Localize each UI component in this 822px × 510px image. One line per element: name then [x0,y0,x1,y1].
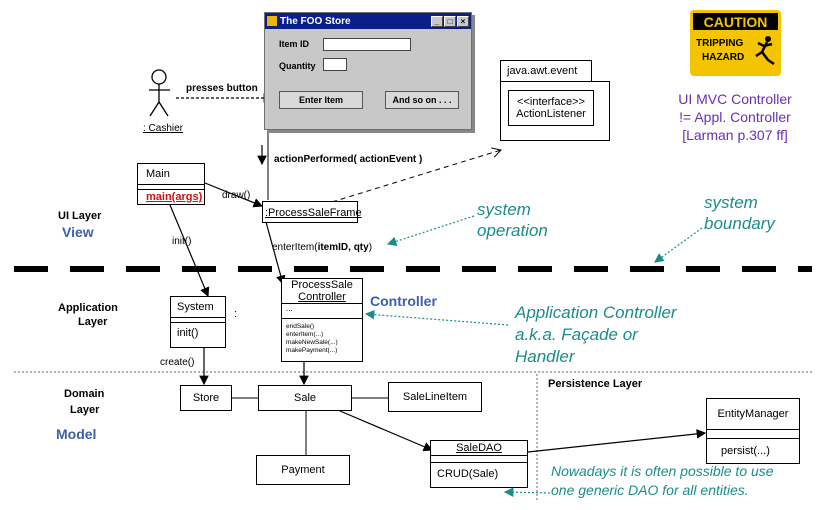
ui-layer-label: UI Layer [58,210,102,222]
presses-button-label: presses button [186,83,258,94]
process-sale-controller-class: ProcessSale Controller ... endSale()ente… [281,278,363,362]
init-label: init() [172,236,192,247]
system-boundary-pointer [654,227,703,263]
create-label: create() [160,357,195,368]
domain-layer-label-line1: Domain [64,388,105,400]
item-id-label: Item ID [279,39,310,49]
caution-sign: CAUTION TRIPPING HAZARD [690,10,781,76]
system-operation-note: system operation [477,200,548,240]
entity-manager-class: EntityManager persist(...) [706,398,800,464]
sale-dao-class-name: SaleDAO [431,441,527,456]
draw-label: draw() [222,190,251,201]
store-class: Store [180,385,232,411]
sale-line-item-class: SaleLineItem [388,382,482,412]
domain-layer-label-line2: Layer [70,404,100,416]
foo-store-window: The FOO Store _ □ × Item ID Quantity Ent… [264,12,472,130]
system-operation-pointer [386,215,475,246]
view-label: View [62,224,94,240]
main-class-name: Main [138,164,204,185]
application-layer-label-line2: Layer [78,316,108,328]
sale-dao-class: SaleDAO CRUD(Sale) [430,440,528,488]
quantity-label: Quantity [279,61,316,71]
init-arrow [169,204,210,298]
main-class: Main main(args) [137,163,205,205]
process-sale-frame: :ProcessSaleFrame [262,201,362,223]
system-class-name: System [171,297,225,318]
application-layer-label-line1: Application [58,302,118,314]
sale-class: Sale [258,385,352,411]
enter-item-arrow [265,221,286,286]
stray-colon: : [234,308,238,320]
minimize-icon[interactable]: _ [431,15,443,27]
controller-method: makePayment(...) [286,347,338,354]
cashier-actor-figure [149,69,170,117]
controller-method: enterItem(...) [286,331,324,338]
controller-attributes: ... [282,304,362,319]
interface-name: ActionListener [516,108,586,120]
controller-method: makeNewSale(...) [286,339,338,346]
mvc-note-line1: UI MVC Controller [678,91,792,107]
controller-label: Controller [370,293,437,309]
system-class: System init() [170,296,226,348]
draw-arrow [204,182,264,208]
generic-dao-note: Nowadays it is often possible to use one… [551,463,774,498]
application-controller-note: Application Controller a.k.a. Façade or … [515,303,677,366]
controller-methods: endSale()enterItem(...)makeNewSale(...)m… [282,319,362,355]
app-controller-pointer [364,309,509,326]
quantity-field[interactable] [323,58,347,71]
mvc-note: UI MVC Controller != Appl. Controller [L… [660,90,810,144]
maximize-icon[interactable]: □ [444,15,456,27]
dao-note-pointer [503,487,551,497]
cashier-actor-label: : Cashier [143,123,184,134]
caution-header: CAUTION [693,13,778,30]
caution-line1: TRIPPING [696,38,744,49]
system-boundary-note: system boundary [704,193,775,233]
java-awt-event-package-tab: java.awt.event [500,60,592,82]
close-icon[interactable]: × [457,15,469,27]
item-id-field[interactable] [323,38,411,51]
entity-manager-persist-method: persist(...) [721,445,770,457]
and-so-on-button[interactable]: And so on . . . [385,91,459,109]
enter-item-message: enterItem(itemID, qty) [272,242,373,253]
mvc-note-line2: != Appl. Controller [679,109,791,125]
window-app-icon [267,16,277,26]
implements-arrow [331,150,501,203]
interface-stereotype: <<interface>> [517,96,585,108]
window-title: The FOO Store [280,15,351,27]
payment-class: Payment [256,455,350,485]
controller-method: endSale() [286,323,315,330]
system-init-method: init() [177,327,199,339]
package-name: java.awt.event [507,65,578,77]
main-args-method: main(args) [146,191,203,203]
sale-dao-crud-method: CRUD(Sale) [437,468,499,480]
action-performed-label: actionPerformed( actionEvent ) [274,154,423,165]
tripping-figure-icon [755,36,775,66]
controller-class-name: ProcessSale Controller [282,279,362,304]
mvc-note-line3: [Larman p.307 ff] [682,127,788,143]
entity-manager-class-name: EntityManager [707,399,799,430]
persistence-layer-label: Persistence Layer [548,378,643,390]
caution-line2: HAZARD [702,52,745,63]
action-listener-interface: <<interface>> ActionListener [508,90,594,126]
window-titlebar: The FOO Store _ □ × [265,13,471,29]
enter-item-button[interactable]: Enter Item [279,91,363,109]
model-label: Model [56,426,97,442]
